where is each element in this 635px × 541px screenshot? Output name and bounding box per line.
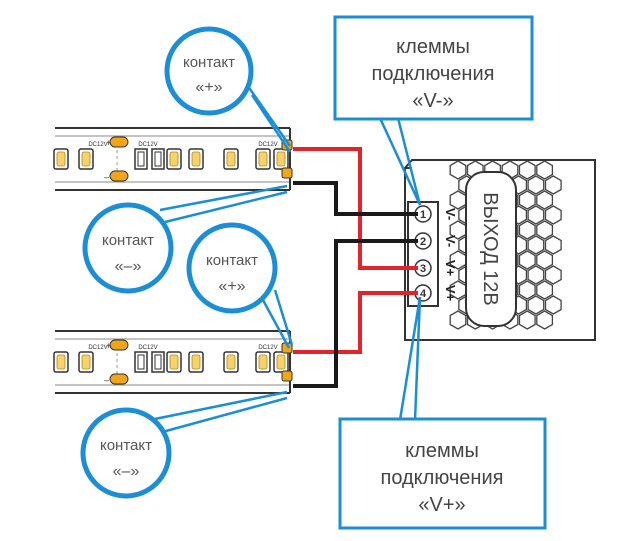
terminal-number: 4 (420, 288, 427, 300)
led-phosphor (169, 354, 179, 370)
end-contact-minus (281, 167, 293, 179)
led-phosphor (191, 151, 201, 167)
end-contact-minus (281, 370, 293, 382)
vent-hex (544, 175, 562, 195)
vent-hex (536, 220, 554, 240)
solder-pad (109, 373, 129, 385)
led-phosphor (56, 354, 66, 370)
callout-bottom-minus-line1: контакт (100, 437, 152, 454)
callout-pointers (149, 81, 422, 436)
vent-hex (536, 280, 554, 300)
resistor-body (137, 354, 145, 370)
led-phosphor (226, 354, 236, 370)
callout-bottom-plus-line2: «+» (218, 278, 245, 295)
callout-top-plus-line1: контакт (183, 54, 235, 71)
vent-hex (527, 265, 545, 285)
vent-hex (544, 205, 562, 225)
led-phosphor (258, 151, 268, 167)
vent-hex (527, 295, 545, 315)
vent-hex (518, 160, 536, 180)
resistor-body (137, 151, 145, 167)
terminal-box-negative-line3: «V-» (412, 90, 453, 112)
vent-hex (544, 295, 562, 315)
wire-bottom-plus (293, 291, 418, 354)
led-phosphor (81, 151, 91, 167)
callout-top-minus-line1: контакт (102, 232, 154, 249)
voltage-mark: DC12V (88, 345, 107, 351)
output-label: ВЫХОД 12В (479, 192, 501, 306)
resistor-body (154, 151, 162, 167)
voltage-mark: DC12V (138, 345, 157, 351)
voltage-mark: DC12V (88, 142, 107, 148)
callout-bottom-plus-line1: контакт (206, 252, 258, 269)
vent-hex (449, 160, 467, 180)
terminal-box-negative-line2: подключения (372, 63, 495, 85)
resistor-body (154, 354, 162, 370)
wire-top-minus (293, 181, 418, 216)
voltage-mark: DC12V (138, 142, 157, 148)
terminal-number: 3 (420, 263, 426, 275)
terminal-box-negative-line1: клеммы (396, 36, 470, 58)
vent-hex (536, 190, 554, 210)
callout-bottom-plus: контакт «+» (186, 222, 278, 314)
vent-hex (518, 190, 536, 210)
terminal-box-positive-line2: подключения (381, 467, 504, 489)
output-label-plate (465, 171, 517, 327)
voltage-mark: DC12V (258, 345, 277, 351)
vent-hex (527, 205, 545, 225)
led-phosphor (276, 354, 286, 370)
callout-bottom-minus-line2: «–» (113, 463, 140, 480)
terminal-label: V- (443, 208, 458, 220)
solder-pad (109, 136, 129, 148)
vent-hex (536, 160, 554, 180)
terminal-box-negative: клеммы подключения «V-» (333, 15, 534, 121)
vent-hex (449, 310, 467, 330)
pad-minus-mark: – (104, 375, 109, 385)
pad-minus-mark: – (104, 172, 109, 182)
wire-bottom-minus (293, 239, 418, 388)
wire-top-plus (293, 147, 418, 270)
wires (293, 147, 418, 388)
led-phosphor (169, 151, 179, 167)
led-phosphor (258, 354, 268, 370)
vent-hex (518, 310, 536, 330)
vent-hex (536, 250, 554, 270)
vent-hex (536, 310, 554, 330)
vent-hex (527, 235, 545, 255)
terminal-number: 2 (420, 236, 426, 248)
voltage-mark: DC12V (258, 142, 277, 148)
vent-hex (518, 220, 536, 240)
led-phosphor (81, 354, 91, 370)
pad-plus-mark: + (106, 138, 111, 148)
solder-pad (109, 339, 129, 351)
vent-hex (449, 190, 467, 210)
terminal-number: 1 (420, 209, 426, 221)
led-phosphor (226, 151, 236, 167)
vent-hex (527, 175, 545, 195)
callout-top-plus: контакт «+» (164, 26, 254, 116)
callout-top-minus-line2: «–» (115, 258, 142, 275)
pad-plus-mark: + (106, 341, 111, 351)
callout-top-minus: контакт «–» (82, 202, 174, 294)
terminal-box-positive: клеммы подключения «V+» (338, 417, 547, 530)
solder-pad (109, 170, 129, 182)
callout-top-plus-line2: «+» (195, 79, 222, 96)
vent-hex (518, 250, 536, 270)
callout-bottom-minus: контакт «–» (80, 407, 172, 499)
terminal-label: V+ (443, 285, 458, 302)
terminal-label: V- (443, 235, 458, 247)
terminal-label: V+ (443, 260, 458, 277)
led-phosphor (56, 151, 66, 167)
terminal-box-positive-line3: «V+» (418, 494, 465, 516)
led-phosphor (276, 151, 286, 167)
vent-hex (544, 265, 562, 285)
terminal-box-positive-line1: клеммы (405, 440, 479, 462)
vent-hex (544, 235, 562, 255)
led-phosphor (191, 354, 201, 370)
vent-hex (518, 280, 536, 300)
